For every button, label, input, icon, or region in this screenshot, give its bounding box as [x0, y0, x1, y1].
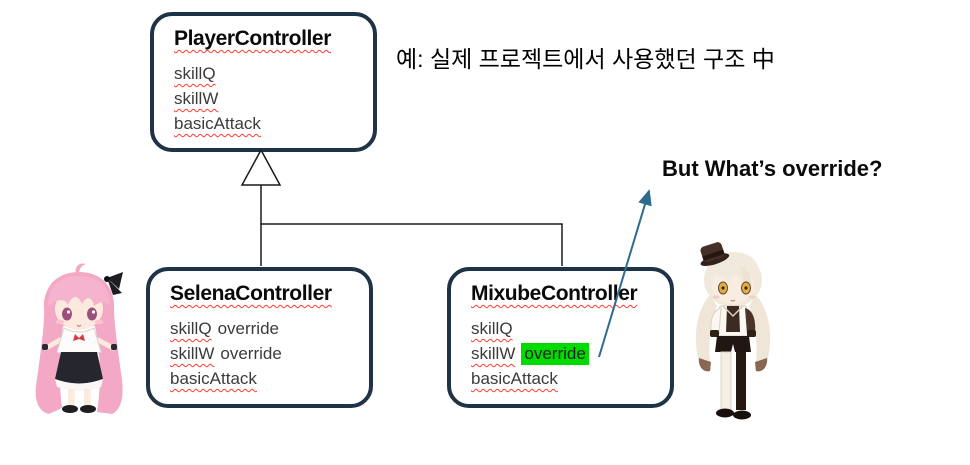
blush	[94, 319, 104, 325]
leg-black	[736, 352, 746, 410]
member-row: skillQ override	[170, 316, 369, 341]
member-suffix: override	[217, 319, 279, 338]
tail-tip-left	[698, 358, 711, 372]
member-suffix: override	[220, 344, 282, 363]
shoe-right	[733, 410, 751, 420]
inheritance-triangle-icon	[240, 148, 282, 186]
blush	[748, 295, 756, 299]
member-row: basicAttack	[471, 366, 670, 391]
class-box-playercontroller: PlayerController skillQ skillW basicAtta…	[150, 12, 377, 152]
shorts	[715, 336, 751, 352]
member-name: skillQ	[471, 319, 513, 338]
glove-right	[111, 344, 117, 350]
member-name: skillW	[170, 344, 215, 363]
hair-bow-knot	[104, 276, 110, 282]
skirt	[55, 352, 103, 384]
arm-right	[95, 337, 116, 351]
leg-right	[84, 389, 91, 405]
question-text: But What’s override?	[662, 156, 883, 181]
collar	[722, 305, 744, 318]
class-title: MixubeController	[471, 282, 638, 305]
arm-left	[43, 337, 63, 351]
twin-tail-right	[749, 295, 771, 372]
class-title: PlayerController	[174, 27, 331, 50]
twin-tail-left	[695, 295, 717, 372]
shoe-right	[80, 405, 96, 413]
leg-left	[68, 389, 75, 405]
member-name: skillQ	[174, 64, 216, 83]
member-name: skillQ	[170, 319, 212, 338]
vest	[726, 306, 740, 332]
mini-top-hat-icon	[700, 242, 730, 267]
member-name: basicAttack	[471, 369, 558, 388]
class-box-mixubecontroller: MixubeController skillQ skillW override b…	[447, 267, 674, 408]
member-name: basicAttack	[174, 114, 261, 133]
character-white-hair-chibi	[695, 242, 771, 420]
eye-glint	[91, 310, 96, 314]
blush	[712, 295, 720, 299]
korean-annotation: 예: 실제 프로젝트에서 사용했던 구조 中	[396, 46, 775, 72]
hair-bangs	[48, 276, 110, 306]
member-list: skillQ skillW override basicAttack	[471, 316, 670, 391]
member-row: skillW override	[170, 341, 369, 366]
member-row: skillW	[174, 86, 373, 111]
member-row: basicAttack	[170, 366, 369, 391]
member-row: skillQ	[174, 61, 373, 86]
glove-left	[42, 344, 48, 350]
member-list: skillQ skillW basicAttack	[174, 61, 373, 136]
shoe-left	[716, 408, 734, 418]
member-row: basicAttack	[174, 111, 373, 136]
skirt-frill	[55, 379, 103, 391]
hair-bow-icon	[107, 278, 122, 295]
pupil	[721, 286, 725, 290]
hair-bow-icon	[107, 272, 123, 289]
member-name: skillW	[471, 344, 516, 363]
cuff-left	[710, 330, 719, 337]
member-name: basicAttack	[170, 369, 257, 388]
ahoge	[75, 263, 86, 275]
sleeve-dark	[745, 308, 756, 334]
class-title: SelenaController	[170, 282, 332, 305]
member-row: skillQ	[471, 316, 670, 341]
tail-tip-right	[755, 358, 768, 372]
member-row: skillW override	[471, 341, 670, 366]
eye-left	[62, 307, 72, 321]
leg-white	[720, 351, 732, 411]
hat-band	[702, 249, 725, 261]
red-ribbon	[73, 334, 85, 341]
member-name: skillW	[174, 89, 219, 108]
character-pink-hair-chibi	[35, 263, 123, 414]
member-suffix-highlighted: override	[521, 343, 589, 365]
mouth	[76, 324, 82, 327]
mouth	[730, 299, 736, 302]
cuff-right	[747, 330, 756, 337]
blush	[55, 319, 65, 325]
shoe-left	[62, 405, 78, 413]
pupil	[744, 286, 748, 290]
eye-glint	[66, 310, 71, 314]
eye-right	[87, 307, 97, 321]
